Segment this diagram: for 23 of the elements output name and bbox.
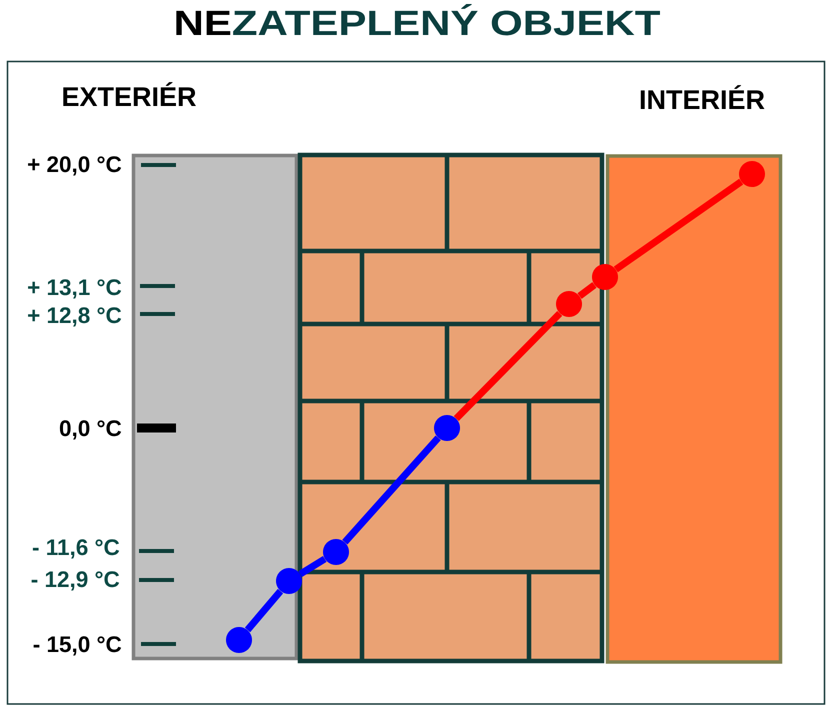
line <box>614 178 744 272</box>
dot <box>434 415 460 441</box>
line <box>577 282 597 299</box>
heading: INTERIÉR <box>640 85 764 109</box>
dot <box>556 291 582 317</box>
dot <box>739 161 765 187</box>
axis-label: + 20,0 °C <box>28 156 122 176</box>
line <box>454 310 562 422</box>
line <box>298 556 327 578</box>
axis-label: - 15,0 °C <box>34 636 122 656</box>
axis-label: 0,0 °C <box>60 420 122 440</box>
axis-label: - 11,6 °C <box>32 539 120 558</box>
heading: EXTERIÉR <box>63 82 196 106</box>
axis-label: + 12,8 °C <box>28 307 122 326</box>
axis-label: - 12,9 °C <box>32 571 120 590</box>
dot <box>226 627 252 653</box>
dot <box>323 539 349 565</box>
line <box>244 588 284 632</box>
title: NEZATEPLENÝ OBJEKT <box>176 4 660 36</box>
dot <box>592 264 618 290</box>
line <box>342 436 441 544</box>
axis-label: + 13,1 °C <box>28 279 122 298</box>
dot <box>276 568 302 594</box>
